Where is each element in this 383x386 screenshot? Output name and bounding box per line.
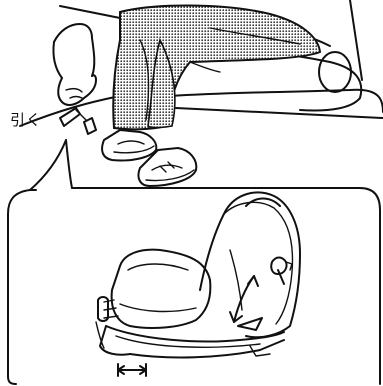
pull-label: 引く (10, 109, 42, 130)
seat-diagram (96, 192, 300, 376)
top-scene (20, 0, 383, 190)
inset-box (8, 188, 380, 384)
hand-pulling-lever (53, 24, 96, 134)
shoes (102, 130, 196, 186)
slide-range-indicator (118, 364, 146, 376)
